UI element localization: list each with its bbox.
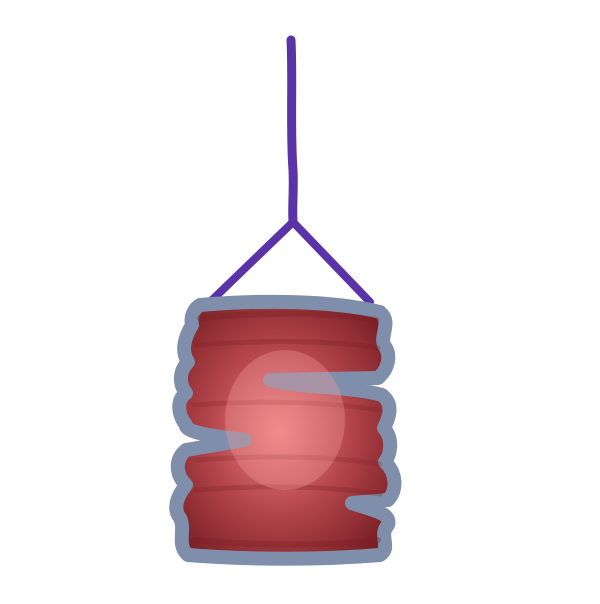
lantern-highlight — [225, 350, 345, 490]
lantern-ribs — [191, 310, 383, 548]
hanging-cord — [206, 35, 374, 306]
cord-right-strap — [289, 218, 374, 306]
cord-left-strap — [206, 218, 297, 306]
lantern-outline — [169, 294, 402, 566]
cord-vertical — [286, 35, 298, 227]
lantern-body — [169, 294, 402, 566]
